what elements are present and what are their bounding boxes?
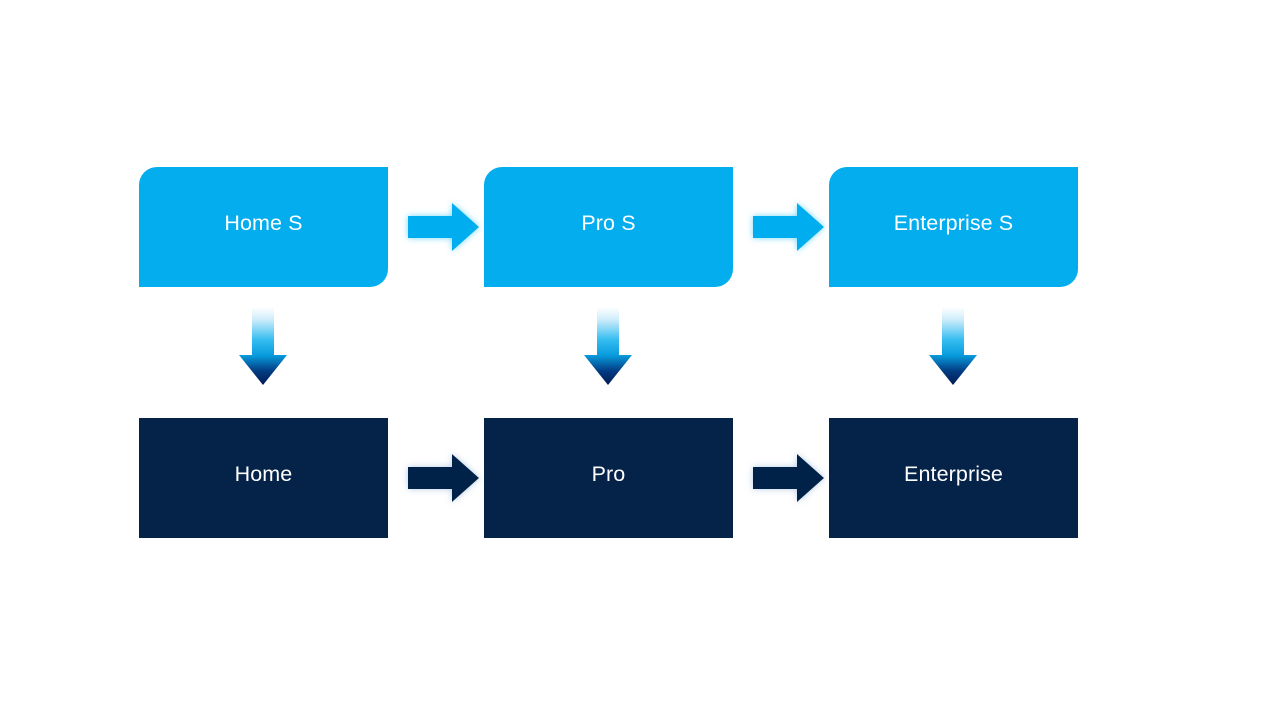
node-enterprise-s[interactable]: Enterprise S (829, 167, 1078, 287)
arrow-down-pro-s-to-pro (580, 305, 636, 389)
arrow-down-icon (929, 307, 977, 385)
arrow-down-home-s-to-home (235, 305, 291, 389)
node-pro-s[interactable]: Pro S (484, 167, 733, 287)
node-home[interactable]: Home (139, 418, 388, 538)
arrow-right-icon (753, 203, 824, 251)
arrow-down-enterprise-s-to-enterprise (925, 305, 981, 389)
arrow-right-pro-s-to-enterprise-s (745, 196, 831, 258)
node-home-s[interactable]: Home S (139, 167, 388, 287)
arrow-right-home-s-to-pro-s (400, 196, 486, 258)
node-pro[interactable]: Pro (484, 418, 733, 538)
node-home-label: Home (234, 462, 293, 487)
arrow-right-icon (753, 454, 824, 502)
node-pro-s-label: Pro S (581, 211, 636, 236)
arrow-right-home-to-pro (400, 447, 486, 509)
arrow-right-icon (408, 203, 479, 251)
arrow-down-icon (239, 307, 287, 385)
node-enterprise[interactable]: Enterprise (829, 418, 1078, 538)
arrow-right-pro-to-enterprise (745, 447, 831, 509)
arrow-right-icon (408, 454, 479, 502)
arrow-down-icon (584, 307, 632, 385)
node-enterprise-label: Enterprise (904, 462, 1003, 487)
node-home-s-label: Home S (224, 211, 303, 236)
node-enterprise-s-label: Enterprise S (893, 211, 1014, 236)
node-pro-label: Pro (591, 462, 626, 487)
